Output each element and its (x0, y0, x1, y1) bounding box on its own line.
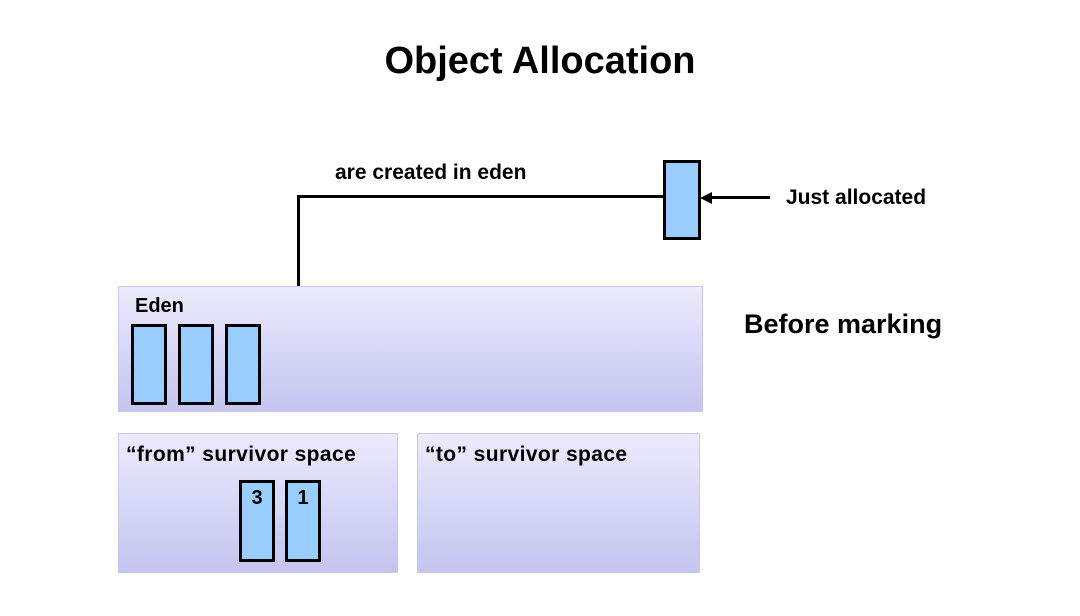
connector-vertical-line (297, 195, 300, 347)
eden-object-cell (225, 324, 261, 405)
to-survivor-region-label: “to” survivor space (425, 443, 628, 466)
just-allocated-object-cell (663, 160, 701, 240)
connector-horizontal-line (297, 195, 664, 198)
created-in-eden-label: are created in eden (335, 161, 527, 184)
survivor-object-cell: 3 (239, 480, 275, 562)
from-survivor-region-label: “from” survivor space (126, 443, 357, 466)
eden-object-cell (131, 324, 167, 405)
before-marking-label: Before marking (744, 309, 943, 339)
eden-region-label: Eden (135, 295, 184, 317)
from-survivor-region: “from” survivor space 3 1 (118, 433, 398, 573)
just-allocated-arrow-line (710, 196, 770, 199)
just-allocated-label: Just allocated (786, 186, 927, 209)
arrow-left-icon (700, 192, 712, 204)
eden-object-cell (178, 324, 214, 405)
slide-title: Object Allocation (384, 40, 696, 82)
survivor-object-cell: 1 (285, 480, 321, 562)
eden-region: Eden (118, 286, 703, 412)
to-survivor-region: “to” survivor space (417, 433, 700, 573)
